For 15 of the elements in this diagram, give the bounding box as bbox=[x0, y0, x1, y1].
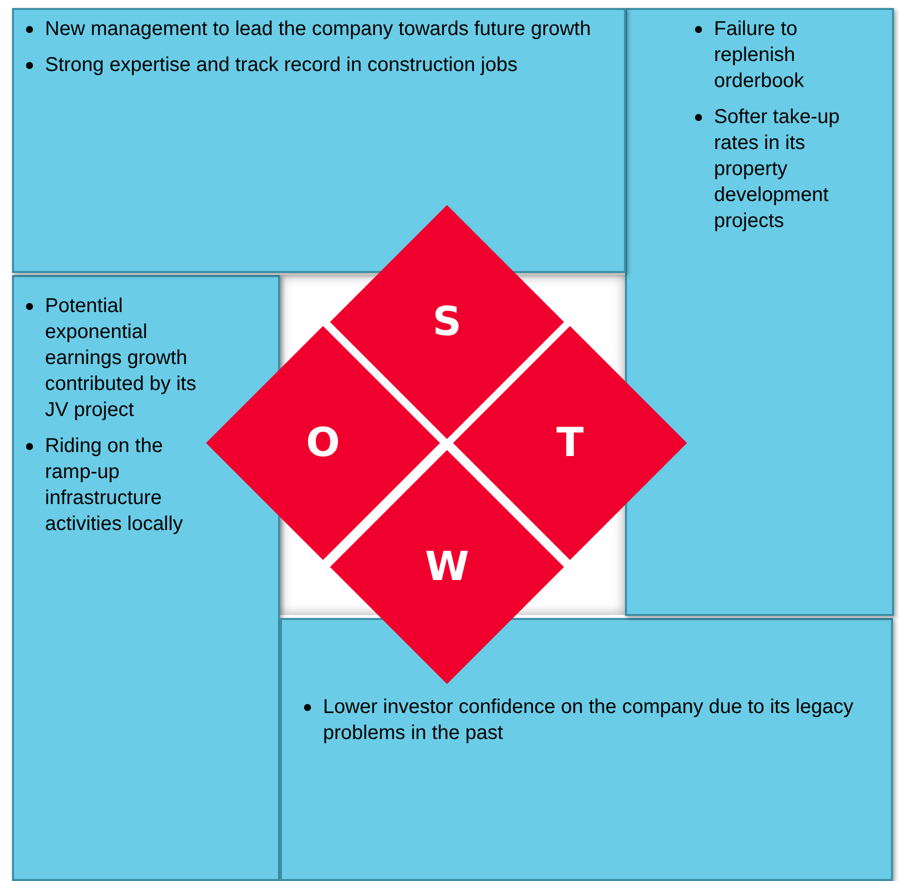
text-panel bbox=[12, 275, 280, 881]
bullet-point: Strong expertise and track record in construction jobs bbox=[45, 53, 518, 78]
bullet-point: Softer take-up rates in its property development projects bbox=[714, 105, 841, 234]
text-panel bbox=[12, 8, 626, 273]
quadrant-letter: S bbox=[432, 299, 462, 345]
text-panel bbox=[625, 8, 894, 616]
bullet-point: Failure to replenish orderbook bbox=[714, 17, 806, 94]
quadrant-letter: W bbox=[424, 544, 470, 590]
quadrant-letter: T bbox=[556, 420, 584, 466]
bullet-point: Riding on the ramp-up infrastructure activities locally bbox=[45, 434, 184, 537]
bullet-point: Lower investor confidence on the company due to its legacy problems in the past bbox=[323, 695, 854, 746]
quadrant-letter: O bbox=[306, 420, 340, 466]
bullet-point: New management to lead the company towards future growth bbox=[45, 17, 591, 42]
bullet-point: Potential exponential earnings growth contributed by its JV project bbox=[45, 294, 198, 423]
text-panel bbox=[280, 618, 893, 881]
